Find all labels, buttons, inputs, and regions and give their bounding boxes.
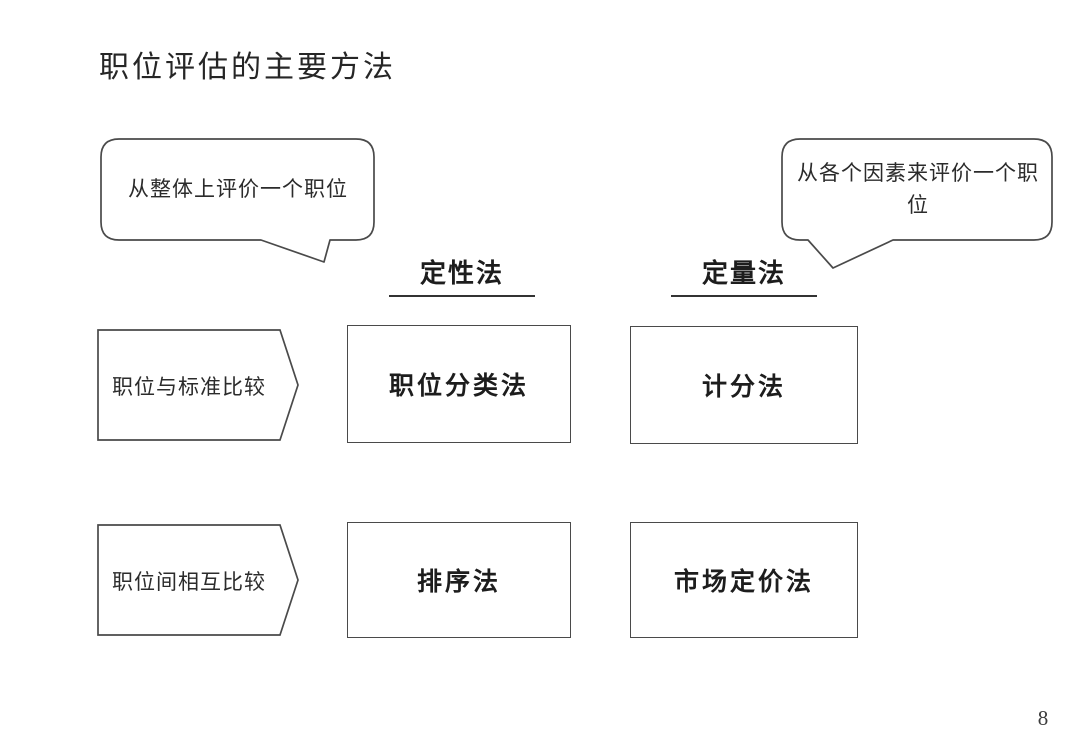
row-arrow-top xyxy=(97,329,299,441)
speech-bubble-right-outline xyxy=(781,138,1053,269)
row-label-bottom: 职位间相互比较 xyxy=(112,570,266,594)
pentagon-arrow-shape xyxy=(97,524,299,636)
pentagon-arrow-shape xyxy=(97,329,299,441)
method-box-ranking: 排序法 xyxy=(347,522,571,638)
callout-left-text: 从整体上评价一个职位 xyxy=(128,177,348,201)
callout-right-text: 从各个因素来评价一个职位 xyxy=(797,161,1039,217)
row-arrow-bottom xyxy=(97,524,299,636)
column-header-quantitative: 定量法 xyxy=(671,253,817,297)
method-box-job-classification: 职位分类法 xyxy=(347,325,571,443)
method-box-market-pricing: 市场定价法 xyxy=(630,522,858,638)
page-number: 8 xyxy=(1037,706,1049,730)
method-box-point-method: 计分法 xyxy=(630,326,858,444)
speech-bubble-right xyxy=(781,138,1053,269)
speech-bubble-left-outline xyxy=(100,138,375,263)
column-header-qualitative: 定性法 xyxy=(389,253,535,297)
speech-bubble-left xyxy=(100,138,375,263)
page-title: 职位评估的主要方法 xyxy=(99,51,396,84)
row-label-top: 职位与标准比较 xyxy=(112,375,266,399)
